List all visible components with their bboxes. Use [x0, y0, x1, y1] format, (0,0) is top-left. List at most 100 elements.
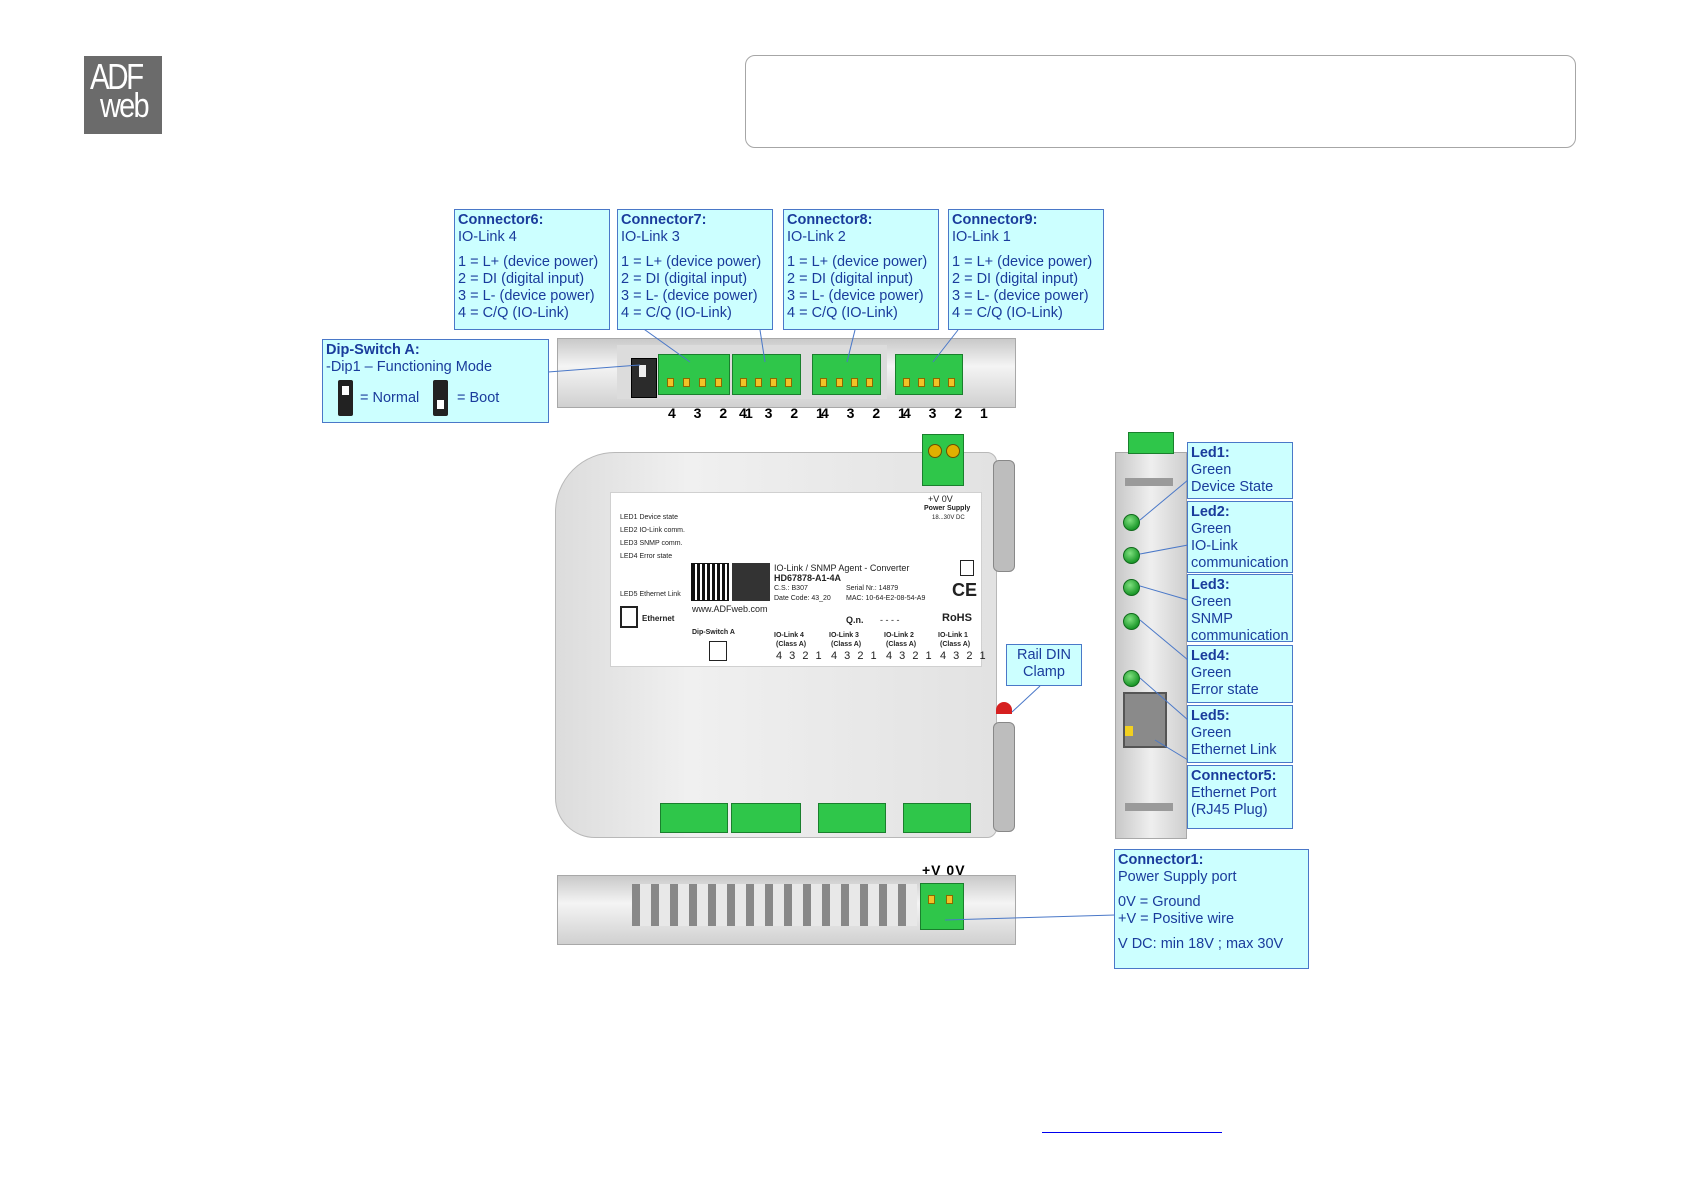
dip-normal-icon [338, 380, 353, 416]
label-io1: IO-Link 1 [938, 632, 968, 639]
callout-sub: IO-Link 3 [621, 229, 680, 245]
label-ethernet: Ethernet [642, 614, 675, 623]
front-terminal-7 [731, 803, 801, 833]
footer-link[interactable] [1042, 1118, 1222, 1133]
callout-line: V DC: min 18V ; max 30V [1118, 936, 1284, 952]
side-rib-top [1125, 478, 1173, 486]
label-io4: IO-Link 4 [774, 632, 804, 639]
top-terminal-8 [812, 354, 881, 395]
pin [683, 378, 690, 387]
callout-line: 3 = L- (device power) [621, 288, 758, 304]
callout-line: 2 = DI (digital input) [458, 271, 585, 287]
led5-indicator [1123, 670, 1140, 687]
callout-line: 3 = L- (device power) [458, 288, 595, 304]
label-io3-class: (Class A) [831, 641, 862, 648]
pin [770, 378, 777, 387]
callout-line: 1 = L+ (device power) [952, 254, 1093, 270]
callout-line: communication [1191, 628, 1289, 644]
callout-line: 1 = L+ (device power) [458, 254, 599, 270]
callout-line: Ethernet Link [1191, 742, 1277, 758]
callout-line: 2 = DI (digital input) [621, 271, 748, 287]
pin [948, 378, 955, 387]
callout-line: 4 = C/Q (IO-Link) [621, 305, 732, 321]
callout-line: +V = Positive wire [1118, 911, 1235, 927]
callout-title: Connector6: [458, 212, 544, 228]
side-top-terminal [1128, 432, 1174, 454]
front-power-screw-2 [946, 444, 960, 458]
callout-led1: Led1: Green Device State [1187, 442, 1293, 499]
callout-line: 1 = L+ (device power) [621, 254, 762, 270]
callout-line: Rail DIN [1017, 647, 1071, 663]
callout-line: Device State [1191, 479, 1274, 495]
label-product: IO-Link / SNMP Agent - Converter [774, 563, 910, 573]
callout-connector6: Connector6: IO-Link 4 1 = L+ (device pow… [454, 209, 610, 330]
callout-line: Clamp [1023, 664, 1065, 680]
top-terminal-7 [732, 354, 801, 395]
label-serial: Serial Nr.: 14879 [846, 585, 899, 592]
front-terminal-6 [660, 803, 728, 833]
pin [918, 378, 925, 387]
bottom-power-terminal [920, 883, 964, 930]
callout-led2: Led2: Green IO-Link communication [1187, 501, 1293, 573]
qr-code [691, 563, 729, 601]
logo-text-web: web [100, 87, 150, 125]
callout-title: Connector7: [621, 212, 707, 228]
callout-title: Led2: [1191, 504, 1230, 520]
callout-title: Dip-Switch A: [326, 342, 420, 358]
pin [836, 378, 843, 387]
pin [820, 378, 827, 387]
label-io2: IO-Link 2 [884, 632, 914, 639]
callout-connector7: Connector7: IO-Link 3 1 = L+ (device pow… [617, 209, 773, 330]
top-terminal-6 [658, 354, 730, 395]
pin [866, 378, 873, 387]
callout-line: Green [1191, 665, 1232, 681]
label-io4-class: (Class A) [776, 641, 807, 648]
weee-icon [960, 560, 974, 576]
label-io2-class: (Class A) [886, 641, 917, 648]
callout-title: Led3: [1191, 577, 1230, 593]
front-terminal-8 [818, 803, 886, 833]
label-rohs: RoHS [942, 612, 972, 624]
label-ps: Power Supply [924, 505, 971, 512]
label-date: Date Code: 43_20 [774, 595, 831, 602]
callout-title: Led1: [1191, 445, 1230, 461]
label-model: HD67878-A1-4A [774, 573, 842, 583]
label-io1-class: (Class A) [940, 641, 971, 648]
callout-line: (RJ45 Plug) [1191, 802, 1268, 818]
rail-slot-lower [993, 722, 1015, 832]
label-mac: MAC: 10-64-E2-08-54-A9 [846, 595, 926, 602]
label-led3: LED3 SNMP comm. [620, 540, 683, 547]
pin [933, 378, 940, 387]
callout-title: Connector9: [952, 212, 1038, 228]
bottom-vent [632, 884, 917, 926]
pin-numbers-9: 4 3 2 1 [903, 405, 995, 421]
callout-dip-switch: Dip-Switch A: -Dip1 – Functioning Mode =… [322, 339, 549, 423]
callout-sub: -Dip1 – Functioning Mode [326, 359, 493, 375]
front-power-terminal [922, 434, 964, 486]
callout-line: 3 = L- (device power) [787, 288, 924, 304]
top-dip-switch-knob [639, 365, 646, 377]
label-io2-pins: 4 3 2 1 [886, 650, 934, 662]
label-io1-pins: 4 3 2 1 [940, 650, 988, 662]
label-led5: LED5 Ethernet Link [620, 591, 681, 598]
pin [928, 895, 935, 904]
dip-boot-label: = Boot [457, 390, 500, 406]
callout-connector9: Connector9: IO-Link 1 1 = L+ (device pow… [948, 209, 1104, 330]
pin [946, 895, 953, 904]
front-power-screw-1 [928, 444, 942, 458]
label-qn: Q.n. [846, 615, 864, 625]
label-io3-pins: 4 3 2 1 [831, 650, 879, 662]
pin-numbers-6: 4 3 2 1 [668, 405, 760, 421]
callout-title: Led4: [1191, 648, 1230, 664]
callout-line: 4 = C/Q (IO-Link) [458, 305, 569, 321]
label-dip-icon [709, 641, 727, 661]
callout-led3: Led3: Green SNMP communication [1187, 574, 1293, 644]
label-led2: LED2 IO-Link comm. [620, 527, 685, 534]
top-terminal-9 [895, 354, 963, 395]
pin-numbers-8: 4 3 2 1 [821, 405, 913, 421]
callout-led5: Led5: Green Ethernet Link [1187, 705, 1293, 763]
callout-line: 0V = Ground [1118, 894, 1201, 910]
callout-line: SNMP [1191, 611, 1233, 627]
pin [755, 378, 762, 387]
